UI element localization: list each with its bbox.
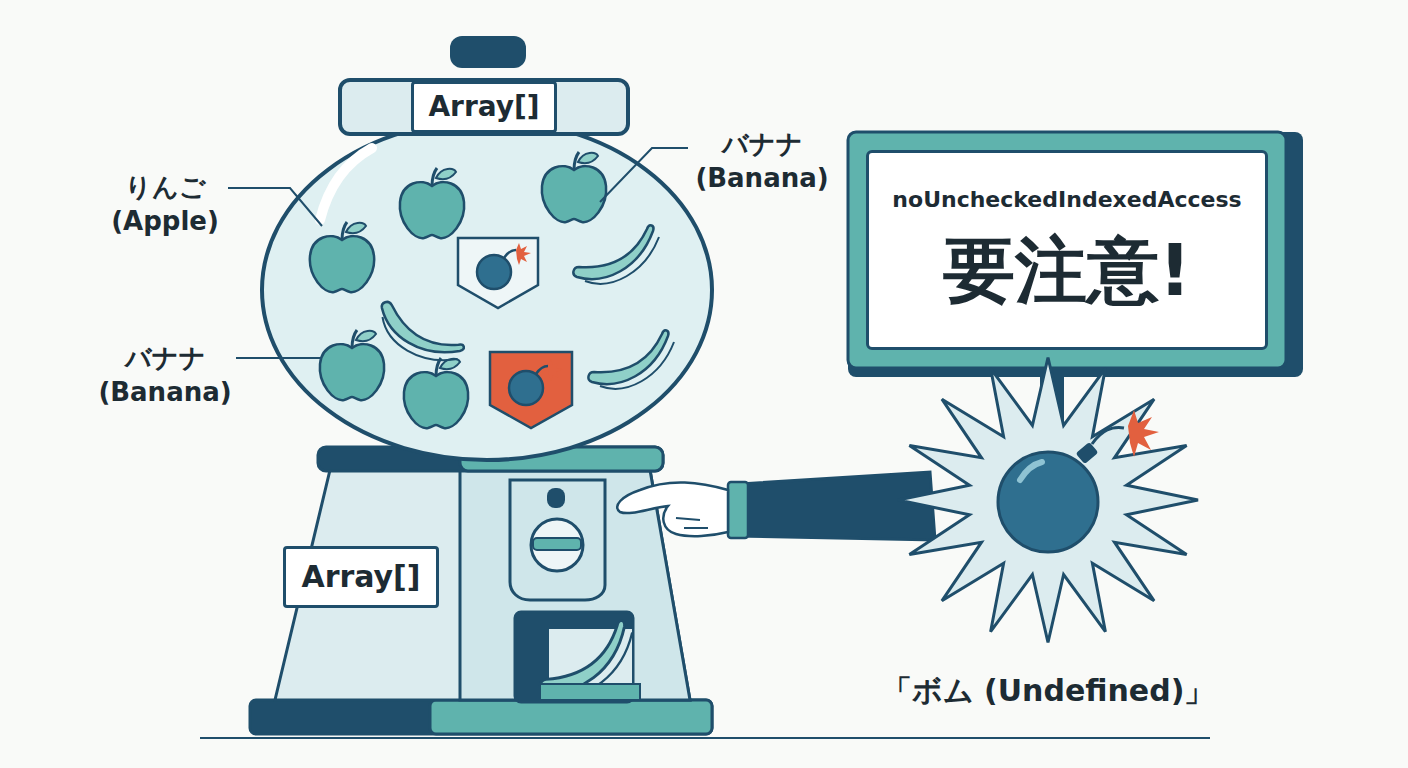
reaching-arm bbox=[617, 472, 935, 540]
illustration-part bbox=[262, 120, 712, 460]
warning-box: noUncheckedIndexedAccess 要注意! bbox=[866, 150, 1268, 350]
illustration-part bbox=[1092, 428, 1124, 444]
warning-sign bbox=[848, 132, 1303, 430]
bomb-caption: 「ボム (Undefined)」 bbox=[838, 671, 1258, 710]
illustration-part bbox=[400, 168, 464, 238]
illustration-part bbox=[509, 359, 563, 405]
illustration-part bbox=[533, 538, 581, 550]
illustration-part bbox=[477, 243, 531, 289]
illustration-part bbox=[617, 482, 728, 536]
illustration-part bbox=[490, 352, 572, 428]
part-label: バナナ (Banana) bbox=[692, 128, 832, 196]
illustration-part bbox=[531, 519, 583, 571]
illustration-part bbox=[600, 148, 688, 202]
illustration-part bbox=[728, 482, 748, 538]
illustration-part bbox=[533, 619, 640, 699]
glass-dome bbox=[262, 120, 712, 460]
illustration-part bbox=[676, 518, 708, 528]
illustration-part bbox=[588, 330, 674, 388]
illustration-part bbox=[320, 330, 384, 400]
starburst bbox=[898, 358, 1198, 643]
illustration-part bbox=[736, 472, 935, 540]
part-label: りんご (Apple) bbox=[100, 171, 230, 239]
illustration-part bbox=[340, 80, 628, 134]
illustration-part bbox=[1020, 462, 1042, 480]
illustration-part bbox=[236, 357, 322, 359]
illustration-part bbox=[510, 480, 605, 600]
illustration-part bbox=[450, 36, 526, 68]
illustration-part bbox=[848, 132, 1303, 377]
node-heading: noUncheckedIndexedAccess bbox=[892, 187, 1241, 213]
illustration-part bbox=[310, 222, 374, 292]
illustration-part bbox=[848, 132, 1286, 368]
illustration-part bbox=[540, 684, 640, 700]
base-label: Array[] bbox=[283, 546, 439, 608]
illustration-part bbox=[998, 452, 1098, 552]
explosion bbox=[898, 358, 1198, 643]
leader-line bbox=[228, 148, 688, 358]
illustration-part bbox=[320, 148, 372, 220]
illustration-part bbox=[458, 238, 538, 308]
illustration-part bbox=[533, 619, 640, 699]
illustration-part bbox=[250, 700, 712, 734]
cap-label: Array[] bbox=[411, 81, 557, 133]
illustration-part bbox=[1128, 410, 1159, 457]
illustration-part bbox=[547, 488, 565, 508]
node-heading: Array[] bbox=[301, 559, 420, 595]
part-label: バナナ (Banana) bbox=[95, 342, 235, 410]
illustration-part bbox=[1076, 442, 1099, 464]
machine-cap bbox=[340, 36, 628, 134]
illustration-part bbox=[542, 152, 606, 222]
illustration-part bbox=[228, 188, 322, 226]
node-body: 要注意! bbox=[943, 227, 1192, 313]
illustration-part bbox=[573, 225, 659, 283]
illustration-part bbox=[374, 279, 467, 382]
illustration-part bbox=[430, 700, 712, 734]
node-heading: Array[] bbox=[428, 90, 539, 124]
ground-line bbox=[200, 737, 1210, 739]
illustration-part bbox=[374, 279, 467, 382]
illustration-part bbox=[404, 358, 468, 428]
